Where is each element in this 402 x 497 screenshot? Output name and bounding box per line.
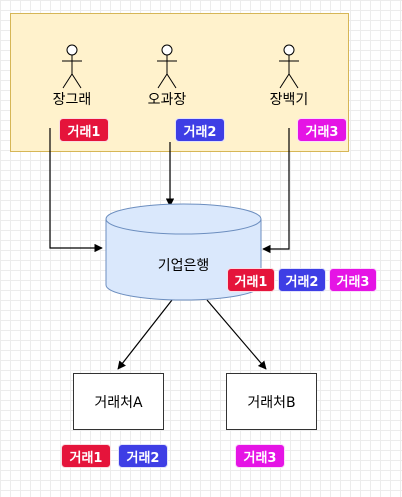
actor-oh-gwajang [152,44,182,104]
connector-jang-geurae-to-bank [49,128,103,253]
badge-transaction-1: 거래1 [59,118,109,142]
badge-transaction-3: 거래3 [329,268,377,292]
actor-jang-baekgi [274,44,304,104]
badge-transaction-2: 거래2 [278,268,326,292]
actor-label-oh-gwajang: 오과장 [147,92,187,108]
stick-figure-icon [157,44,177,89]
badge-transaction-1: 거래1 [61,444,111,468]
badge-transaction-1: 거래1 [227,268,275,292]
actor-label-jang-geurae: 장그래 [52,92,92,108]
stick-figure-icon [279,44,299,89]
badge-transaction-2: 거래2 [118,444,168,468]
badge-transaction-3: 거래3 [297,118,347,142]
stick-figure-icon [62,44,82,89]
connector-bank-to-vendor-a [117,299,173,370]
connector-jang-baekgi-to-bank [262,128,290,254]
actor-label-jang-baekgi: 장백기 [269,92,309,108]
actor-jang-geurae [57,44,87,104]
connector-bank-to-vendor-b [206,299,267,370]
badge-transaction-2: 거래2 [175,118,225,142]
badge-transaction-3: 거래3 [235,444,285,468]
vendor-a-box: 거래처A [73,373,164,430]
bank-label: 기업은행 [157,258,210,274]
vendor-b-box: 거래처B [226,373,317,430]
bank-cylinder [105,203,262,301]
